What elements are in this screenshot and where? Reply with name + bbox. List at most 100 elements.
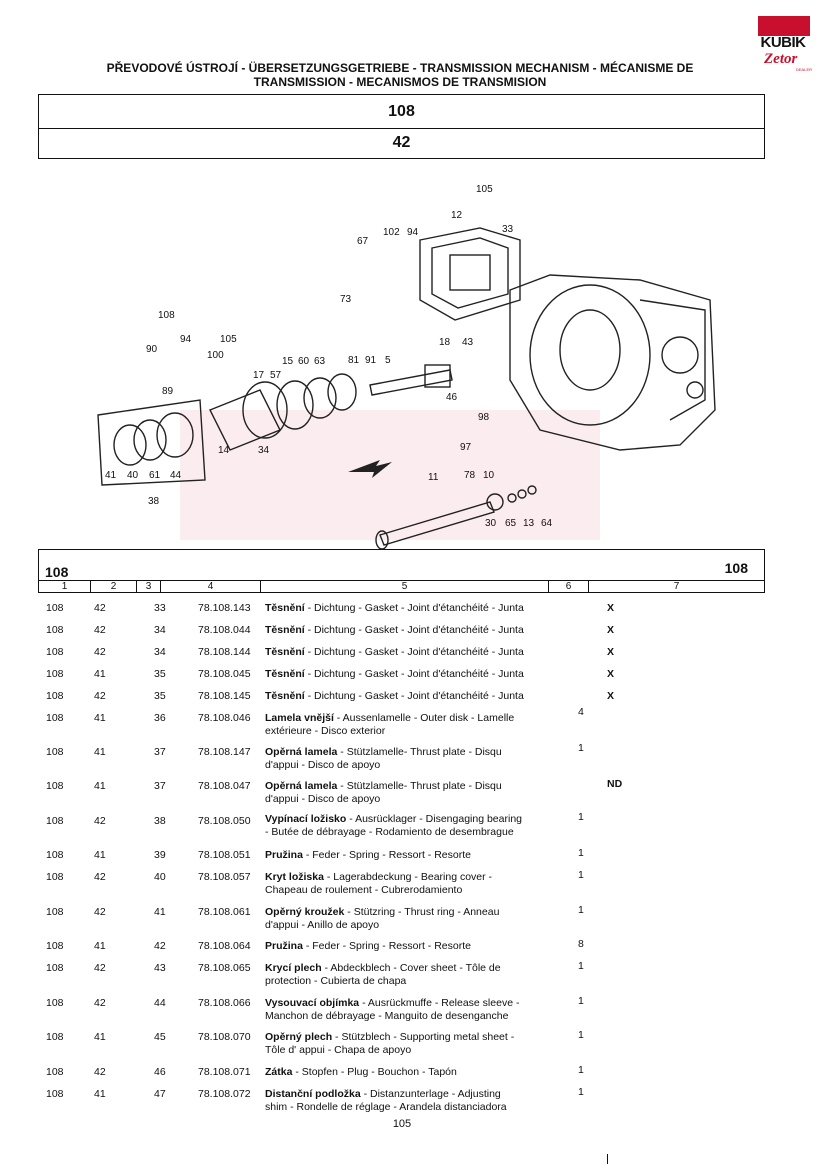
callout-57: 57 [270, 370, 282, 381]
cell-group: 108 [46, 962, 64, 974]
cell-description: Těsnění - Dichtung - Gasket - Joint d'ét… [265, 624, 575, 637]
cell-part-number: 78.108.143 [198, 602, 251, 614]
cell-part-number: 78.108.057 [198, 871, 251, 883]
cell-description: Těsnění - Dichtung - Gasket - Joint d'ét… [265, 690, 575, 703]
cell-part-number: 78.108.070 [198, 1031, 251, 1043]
callout-41: 41 [105, 470, 117, 481]
cell-subgroup: 42 [94, 646, 106, 658]
cell-group: 108 [46, 690, 64, 702]
part-desc-2: extérieure - Disco exterior [265, 725, 386, 737]
cover-plate [419, 227, 521, 321]
cell-note: X [607, 624, 615, 636]
cell-part-number: 78.108.051 [198, 849, 251, 861]
cell-note: X [607, 690, 615, 702]
part-desc: - Dichtung - Gasket - Joint d'étanchéité… [304, 690, 524, 702]
part-desc-2: Chapeau de roulement - Cubrerodamiento [265, 884, 463, 896]
page-number: 105 [392, 1118, 412, 1130]
part-name: Pružina [265, 940, 303, 952]
cell-part-number: 78.108.071 [198, 1066, 251, 1078]
cell-subgroup: 41 [94, 849, 106, 861]
part-desc: - Stopfen - Plug - Bouchon - Tapón [292, 1066, 457, 1078]
direction-arrow [348, 460, 392, 478]
callout-12: 12 [451, 210, 463, 221]
callout-91: 91 [365, 355, 377, 366]
callout-60: 60 [298, 356, 310, 367]
cell-group: 108 [46, 646, 64, 658]
part-desc-2: d'appui - Disco de apoyo [265, 793, 381, 805]
cell-subgroup: 42 [94, 871, 106, 883]
callout-97: 97 [460, 442, 472, 453]
part-name: Opěrná lamela [265, 746, 338, 758]
cell-part-number: 78.108.045 [198, 668, 251, 680]
group-label-right: 108 [724, 560, 748, 576]
cell-position: 35 [154, 668, 166, 680]
parts-table-header: 108 108 1 2 3 4 5 6 7 [38, 549, 765, 593]
clutch-bearing-assembly [209, 373, 357, 451]
cell-group: 108 [46, 940, 64, 952]
part-desc: - Dichtung - Gasket - Joint d'étanchéité… [304, 646, 524, 658]
part-name: Vypínací ložisko [265, 813, 347, 825]
part-desc: - Aussenlamelle - Outer disk - Lamelle [333, 712, 515, 724]
part-desc: - Stützlamelle- Thrust plate - Disqu [337, 746, 502, 758]
cell-description: Opěrný plech - Stützblech - Supporting m… [265, 1031, 575, 1057]
kubik-zetor-logo: KUBIK Zetor DEALER [754, 16, 812, 72]
cell-part-number: 78.108.147 [198, 746, 251, 758]
col-header-1: 1 [39, 581, 91, 593]
cell-group: 108 [46, 746, 64, 758]
callout-61: 61 [149, 470, 161, 481]
cell-position: 42 [154, 940, 166, 952]
callout-18: 18 [439, 337, 451, 348]
part-name: Zátka [265, 1066, 293, 1078]
cell-note: X [607, 668, 615, 680]
part-desc: - Distanzunterlage - Adjusting [360, 1088, 501, 1100]
part-desc-2: protection - Cubierta de chapa [265, 975, 407, 987]
cell-position: 34 [154, 624, 166, 636]
cell-subgroup: 42 [94, 906, 106, 918]
cell-group: 108 [46, 780, 64, 792]
callout-78: 78 [464, 470, 476, 481]
cell-group: 108 [46, 712, 64, 724]
callout-90: 90 [146, 344, 158, 355]
cell-subgroup: 41 [94, 712, 106, 724]
cell-group: 108 [46, 1066, 64, 1078]
callout-63: 63 [314, 356, 326, 367]
cell-description: Distanční podložka - Distanzunterlage - … [265, 1088, 575, 1114]
callout-102: 102 [383, 227, 400, 238]
col-header-7: 7 [673, 581, 680, 592]
cell-quantity: 1 [578, 904, 584, 916]
cell-note: X [607, 646, 615, 658]
cell-description: Těsnění - Dichtung - Gasket - Joint d'ét… [265, 602, 575, 615]
col-header-3: 3 [137, 581, 161, 593]
cell-description: Opěrná lamela - Stützlamelle- Thrust pla… [265, 780, 575, 806]
cell-description: Kryt ložiska - Lagerabdeckung - Bearing … [265, 871, 575, 897]
callout-17: 17 [253, 370, 265, 381]
cell-description: Opěrný kroužek - Stützring - Thrust ring… [265, 906, 575, 932]
part-name: Opěrný kroužek [265, 906, 345, 918]
callout-33: 33 [502, 224, 514, 235]
callout-11: 11 [428, 472, 439, 483]
callout-40: 40 [127, 470, 139, 481]
cell-description: Pružina - Feder - Spring - Ressort - Res… [265, 849, 575, 862]
transmission-housing [509, 274, 716, 451]
col-header-4: 4 [161, 581, 261, 593]
cell-subgroup: 41 [94, 746, 106, 758]
cell-group: 108 [46, 624, 64, 636]
cell-subgroup: 42 [94, 962, 106, 974]
group-header-box: 108 42 [38, 94, 765, 159]
callout-34: 34 [258, 445, 270, 456]
cell-group: 108 [46, 997, 64, 1009]
cell-position: 39 [154, 849, 166, 861]
cell-description: Krycí plech - Abdeckblech - Cover sheet … [265, 962, 575, 988]
part-desc: - Dichtung - Gasket - Joint d'étanchéité… [304, 602, 524, 614]
cell-position: 43 [154, 962, 166, 974]
cell-description: Těsnění - Dichtung - Gasket - Joint d'ét… [265, 668, 575, 681]
callout-94a: 94 [407, 227, 419, 238]
cell-position: 35 [154, 690, 166, 702]
callout-43: 43 [462, 337, 474, 348]
logo-brand: KUBIK [760, 34, 807, 51]
callout-44: 44 [170, 470, 182, 481]
callout-10: 10 [483, 470, 495, 481]
part-desc: - Stützblech - Supporting metal sheet - [332, 1031, 515, 1043]
callout-38: 38 [148, 496, 160, 507]
cell-part-number: 78.108.072 [198, 1088, 251, 1100]
